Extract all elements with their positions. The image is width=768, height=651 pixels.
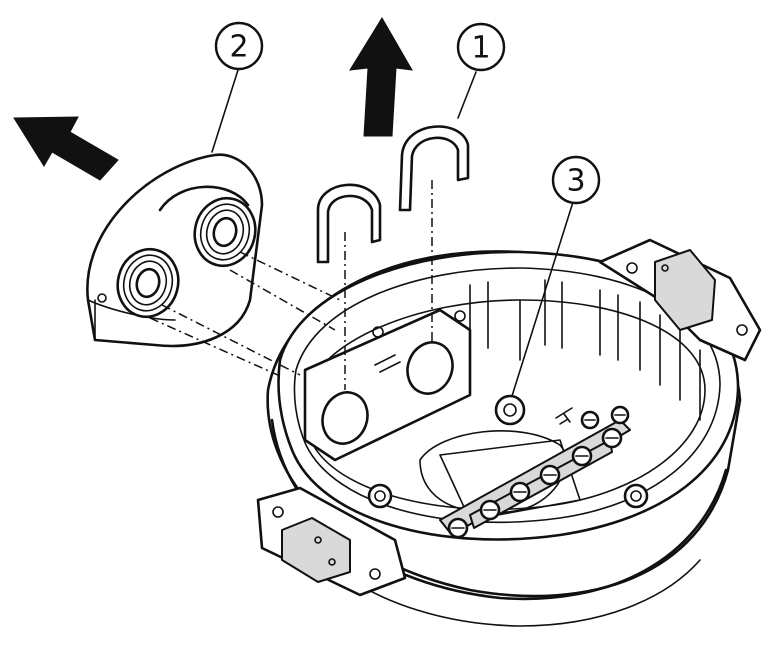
callout-1-label: 1	[471, 31, 490, 66]
alignment-lines	[149, 180, 433, 390]
housing-base	[256, 238, 762, 627]
callout-2-label: 2	[229, 30, 248, 65]
arrow-up-icon	[349, 17, 413, 137]
gland-plate	[86, 153, 264, 348]
callout-1: 1	[456, 22, 506, 72]
retaining-clips	[316, 125, 470, 264]
leader-line-1	[457, 71, 477, 119]
callout-2: 2	[214, 21, 264, 71]
callout-3: 3	[551, 155, 601, 205]
arrow-left-icon	[13, 116, 119, 181]
leader-line-2	[211, 69, 239, 153]
callout-3-label: 3	[566, 164, 585, 199]
terminal-screws	[447, 405, 630, 539]
leader-line-3	[511, 201, 574, 397]
ground-symbol	[555, 407, 573, 425]
